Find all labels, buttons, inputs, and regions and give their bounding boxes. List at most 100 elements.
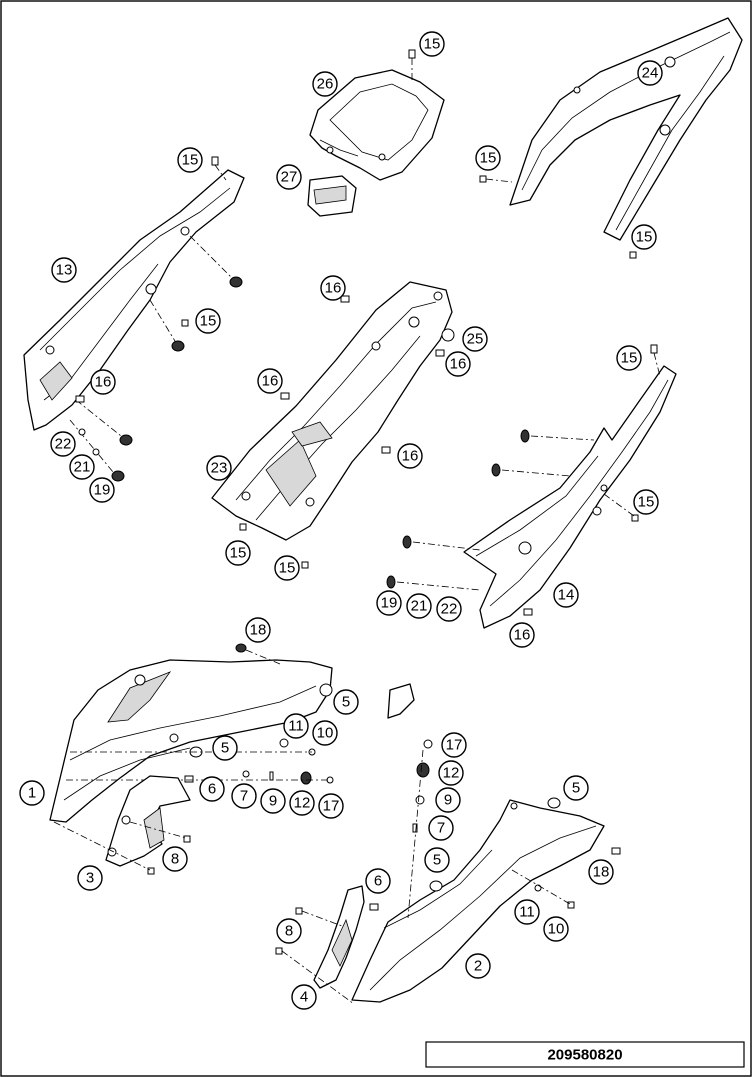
- callout-15: 15: [631, 224, 657, 250]
- svg-text:16: 16: [262, 373, 279, 390]
- callout-9: 9: [435, 787, 461, 813]
- callout-3: 3: [77, 865, 103, 891]
- svg-text:15: 15: [424, 36, 441, 53]
- callout-19: 19: [89, 477, 115, 503]
- svg-text:15: 15: [279, 560, 296, 577]
- callout-10: 10: [312, 720, 338, 746]
- svg-text:22: 22: [441, 601, 458, 618]
- callout-15: 15: [177, 147, 203, 173]
- svg-text:5: 5: [572, 780, 580, 797]
- callout-9: 9: [260, 788, 286, 814]
- callout-19: 19: [376, 590, 402, 616]
- callout-16: 16: [320, 275, 346, 301]
- svg-text:9: 9: [444, 792, 452, 809]
- callout-16: 16: [445, 351, 471, 377]
- callout-22: 22: [436, 596, 462, 622]
- svg-text:15: 15: [638, 494, 655, 511]
- callout-1: 1: [19, 780, 45, 806]
- part-2-right-front-panel: [351, 799, 605, 1003]
- part-27-block: [307, 175, 357, 217]
- screw-15-top: [408, 49, 416, 80]
- svg-text:6: 6: [374, 873, 382, 890]
- part-24-grab-handle: [509, 17, 743, 241]
- part-13-left-side-cover: [23, 169, 245, 431]
- svg-text:4: 4: [300, 989, 308, 1006]
- callout-12: 12: [438, 760, 464, 786]
- callout-15: 15: [616, 345, 642, 371]
- svg-text:11: 11: [288, 718, 304, 735]
- callout-21: 21: [69, 454, 95, 480]
- callout-5: 5: [212, 735, 238, 761]
- svg-text:24: 24: [642, 65, 659, 82]
- part-1-left-front-panel: [49, 659, 333, 823]
- screw-15-handle-left: [479, 175, 513, 183]
- svg-text:7: 7: [240, 788, 248, 805]
- screw-15-handle-right: [629, 251, 637, 259]
- doc-number: 209580820: [547, 1047, 622, 1064]
- callout-15: 15: [225, 540, 251, 566]
- callout-8: 8: [162, 846, 188, 872]
- callout-10: 10: [543, 916, 569, 942]
- callout-16: 16: [90, 369, 116, 395]
- svg-text:11: 11: [519, 904, 535, 921]
- part-26-tray: [309, 69, 445, 181]
- svg-text:1: 1: [28, 785, 36, 802]
- svg-text:15: 15: [230, 545, 247, 562]
- callout-8: 8: [276, 918, 302, 944]
- callout-16: 16: [509, 622, 535, 648]
- svg-text:6: 6: [208, 781, 216, 798]
- callout-7: 7: [428, 815, 454, 841]
- svg-text:16: 16: [325, 280, 342, 297]
- callout-22: 22: [50, 431, 76, 457]
- svg-text:22: 22: [55, 436, 72, 453]
- callout-15: 15: [419, 31, 445, 57]
- callout-24: 24: [637, 60, 663, 86]
- callout-26: 26: [312, 71, 338, 97]
- svg-text:18: 18: [593, 864, 610, 881]
- svg-text:16: 16: [450, 356, 467, 373]
- callout-16: 16: [397, 443, 423, 469]
- svg-text:16: 16: [514, 627, 531, 644]
- callout-5: 5: [563, 775, 589, 801]
- callout-15: 15: [274, 555, 300, 581]
- hardware-23: [239, 295, 455, 569]
- svg-text:15: 15: [182, 152, 199, 169]
- svg-text:10: 10: [317, 725, 334, 742]
- svg-text:17: 17: [323, 798, 340, 815]
- callout-17: 17: [441, 732, 467, 758]
- svg-text:7: 7: [437, 820, 445, 837]
- callout-12: 12: [289, 790, 315, 816]
- callout-5: 5: [424, 847, 450, 873]
- callout-21: 21: [406, 593, 432, 619]
- callout-6: 6: [365, 868, 391, 894]
- callout-27: 27: [276, 164, 302, 190]
- callout-14: 14: [553, 582, 579, 608]
- svg-text:15: 15: [621, 350, 638, 367]
- callout-16: 16: [257, 368, 283, 394]
- svg-text:26: 26: [317, 76, 334, 93]
- svg-text:18: 18: [250, 622, 267, 639]
- callout-15: 15: [195, 308, 221, 334]
- svg-text:15: 15: [636, 229, 653, 246]
- svg-text:19: 19: [94, 482, 111, 499]
- svg-text:19: 19: [381, 595, 398, 612]
- callout-18: 18: [588, 859, 614, 885]
- svg-text:25: 25: [467, 331, 484, 348]
- svg-text:10: 10: [548, 921, 565, 938]
- callout-18: 18: [245, 617, 271, 643]
- callout-5: 5: [333, 689, 359, 715]
- part-4-bracket: [313, 885, 379, 989]
- doc-number-box: [425, 1041, 745, 1068]
- callout-15: 15: [633, 489, 659, 515]
- callout-17: 17: [318, 793, 344, 819]
- callout-15: 15: [475, 145, 501, 171]
- svg-text:16: 16: [95, 374, 112, 391]
- svg-text:2: 2: [474, 958, 482, 975]
- svg-text:12: 12: [294, 795, 311, 812]
- callout-2: 2: [465, 953, 491, 979]
- svg-text:15: 15: [200, 313, 217, 330]
- hardware-13: [69, 156, 243, 482]
- svg-text:17: 17: [446, 737, 463, 754]
- svg-text:5: 5: [342, 694, 350, 711]
